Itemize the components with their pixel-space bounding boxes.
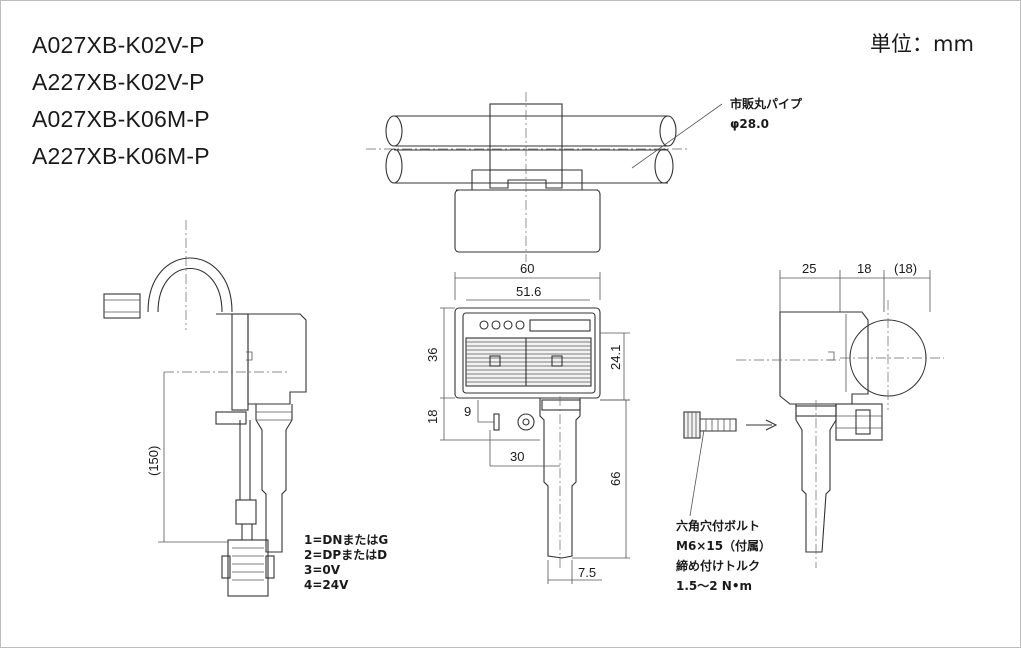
- dimension-30: 30: [510, 449, 524, 464]
- dimension-150: (150): [146, 446, 161, 476]
- pin-legend-4: 4=24V: [304, 578, 349, 592]
- pipe-note-label: 市販丸パイプ: [730, 96, 803, 111]
- right-side-view: 25 18 (18) 六角穴付ボルト M6×15（付属） 締め付けトルク 1.5…: [676, 261, 944, 593]
- pin-legend-3: 3=0V: [304, 563, 341, 577]
- dimension-18-side: 18: [857, 261, 871, 276]
- pin-legend-1: 1=DNまたはG: [304, 533, 388, 547]
- front-view: 60 51.6 36 24.1 18: [425, 261, 630, 584]
- bolt-note-2: M6×15（付属）: [676, 538, 771, 553]
- model-number: A027XB-K06M-P: [32, 106, 210, 132]
- bolt-note-3: 締め付けトルク: [676, 558, 760, 573]
- dimension-18-ref: (18): [894, 261, 917, 276]
- dimension-60: 60: [520, 261, 534, 276]
- bolt-note-4: 1.5〜2 N•m: [676, 579, 752, 593]
- left-side-view: (150) 1=DNまたはG 2=DPまたはD 3=0V 4=24V: [103, 220, 388, 597]
- dimension-51-6: 51.6: [516, 284, 541, 299]
- pin-legend-2: 2=DPまたはD: [304, 548, 387, 562]
- model-number: A227XB-K06M-P: [32, 143, 210, 169]
- bolt-note-1: 六角穴付ボルト: [676, 518, 760, 533]
- dimension-9: 9: [464, 404, 471, 419]
- dimension-66: 66: [608, 472, 623, 486]
- dimension-18: 18: [425, 410, 440, 424]
- model-list: A027XB-K02V-P A227XB-K02V-P A027XB-K06M-…: [32, 30, 210, 178]
- model-number: A227XB-K02V-P: [32, 69, 205, 95]
- dimension-36: 36: [425, 348, 440, 362]
- pipe-diameter-label: φ28.0: [730, 117, 769, 131]
- dimension-25: 25: [802, 261, 816, 276]
- model-number: A027XB-K02V-P: [32, 32, 205, 58]
- top-view: 市販丸パイプ φ28.0: [366, 92, 803, 262]
- dimension-24-1: 24.1: [608, 345, 623, 370]
- unit-label: 単位：mm: [870, 32, 974, 56]
- dimension-7-5: 7.5: [578, 565, 596, 580]
